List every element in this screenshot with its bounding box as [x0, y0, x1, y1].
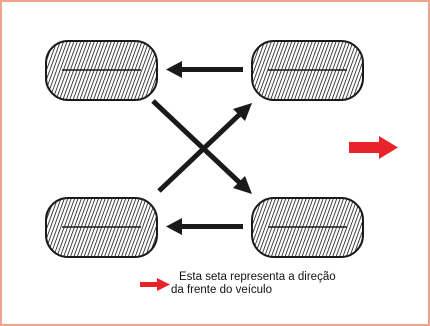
legend-text-line2: da frente do veículo	[171, 284, 273, 296]
arrow-front-left-to-rear-right	[151, 99, 252, 194]
arrow-rear-left-to-front-right	[157, 103, 252, 193]
vehicle-direction-arrow	[349, 136, 398, 159]
tire-rear-right	[251, 197, 364, 258]
legend-direction-arrow	[140, 278, 170, 291]
legend-text-line1: Esta seta representa a direção	[179, 271, 336, 283]
tire-rear-left	[45, 197, 158, 258]
arrow-front-right-to-front-left	[166, 61, 243, 78]
arrow-rear-right-to-rear-left	[166, 218, 243, 235]
tire-front-right	[251, 40, 364, 101]
tire-front-left	[45, 40, 158, 101]
